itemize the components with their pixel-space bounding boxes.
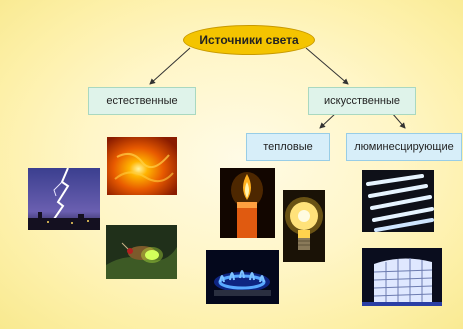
- thermal-node: тепловые: [246, 133, 330, 161]
- artificial-node: искусственные: [308, 87, 416, 115]
- firefly-photo: [106, 225, 177, 279]
- luminescent-node: люминесцирующие: [346, 133, 462, 161]
- arrow-root-artificial: [305, 47, 349, 85]
- arrow-root-natural: [149, 47, 191, 85]
- fluorescent-tubes-photo: [362, 170, 434, 232]
- arrow-artificial-thermal: [319, 112, 337, 129]
- light-bulb-photo: [283, 190, 325, 262]
- lit-building-photo: [362, 248, 442, 306]
- candle-photo: [220, 168, 275, 238]
- arrow-artificial-luminescent: [391, 112, 406, 129]
- lightning-photo: [28, 168, 100, 230]
- root-node: Источники света: [183, 25, 315, 55]
- sun-photo: [107, 137, 177, 195]
- natural-node: естественные: [88, 87, 196, 115]
- gas-flame-photo: [206, 250, 279, 304]
